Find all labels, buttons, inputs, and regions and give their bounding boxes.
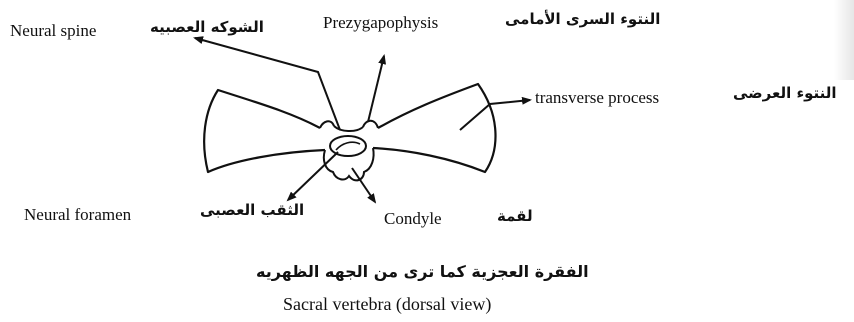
right-prezygapophysis (363, 121, 378, 128)
label-transverse-process-en: transverse process (535, 89, 659, 106)
left-prezygapophysis (320, 121, 334, 128)
label-neural-spine-ar: الشوكه العصبيه (150, 20, 264, 35)
foramen-inner-line (336, 142, 360, 150)
label-condyle-en: Condyle (384, 210, 442, 227)
arrow-neural-spine (195, 38, 340, 130)
right-transverse-process (373, 84, 495, 172)
arrow-prezygapophysis (368, 56, 384, 122)
label-transverse-process-ar: النتوء العرضى (733, 86, 837, 101)
caption-english: Sacral vertebra (dorsal view) (283, 295, 491, 313)
left-transverse-process (204, 90, 325, 172)
vertebral-body (324, 148, 374, 180)
arrow-neural-foramen (288, 152, 338, 200)
neural-foramen (330, 136, 366, 156)
label-prezygapophysis-ar: النتوء السرى الأمامى (505, 12, 660, 27)
label-neural-foramen-en: Neural foramen (24, 206, 131, 223)
caption-arabic: الفقرة العجزية كما ترى من الجهه الظهريه (256, 264, 589, 280)
label-neural-foramen-ar: الثقب العصبى (200, 203, 304, 218)
label-prezygapophysis-en: Prezygapophysis (323, 14, 438, 31)
label-neural-spine-en: Neural spine (10, 22, 96, 39)
label-condyle-ar: لقمة (497, 209, 533, 224)
